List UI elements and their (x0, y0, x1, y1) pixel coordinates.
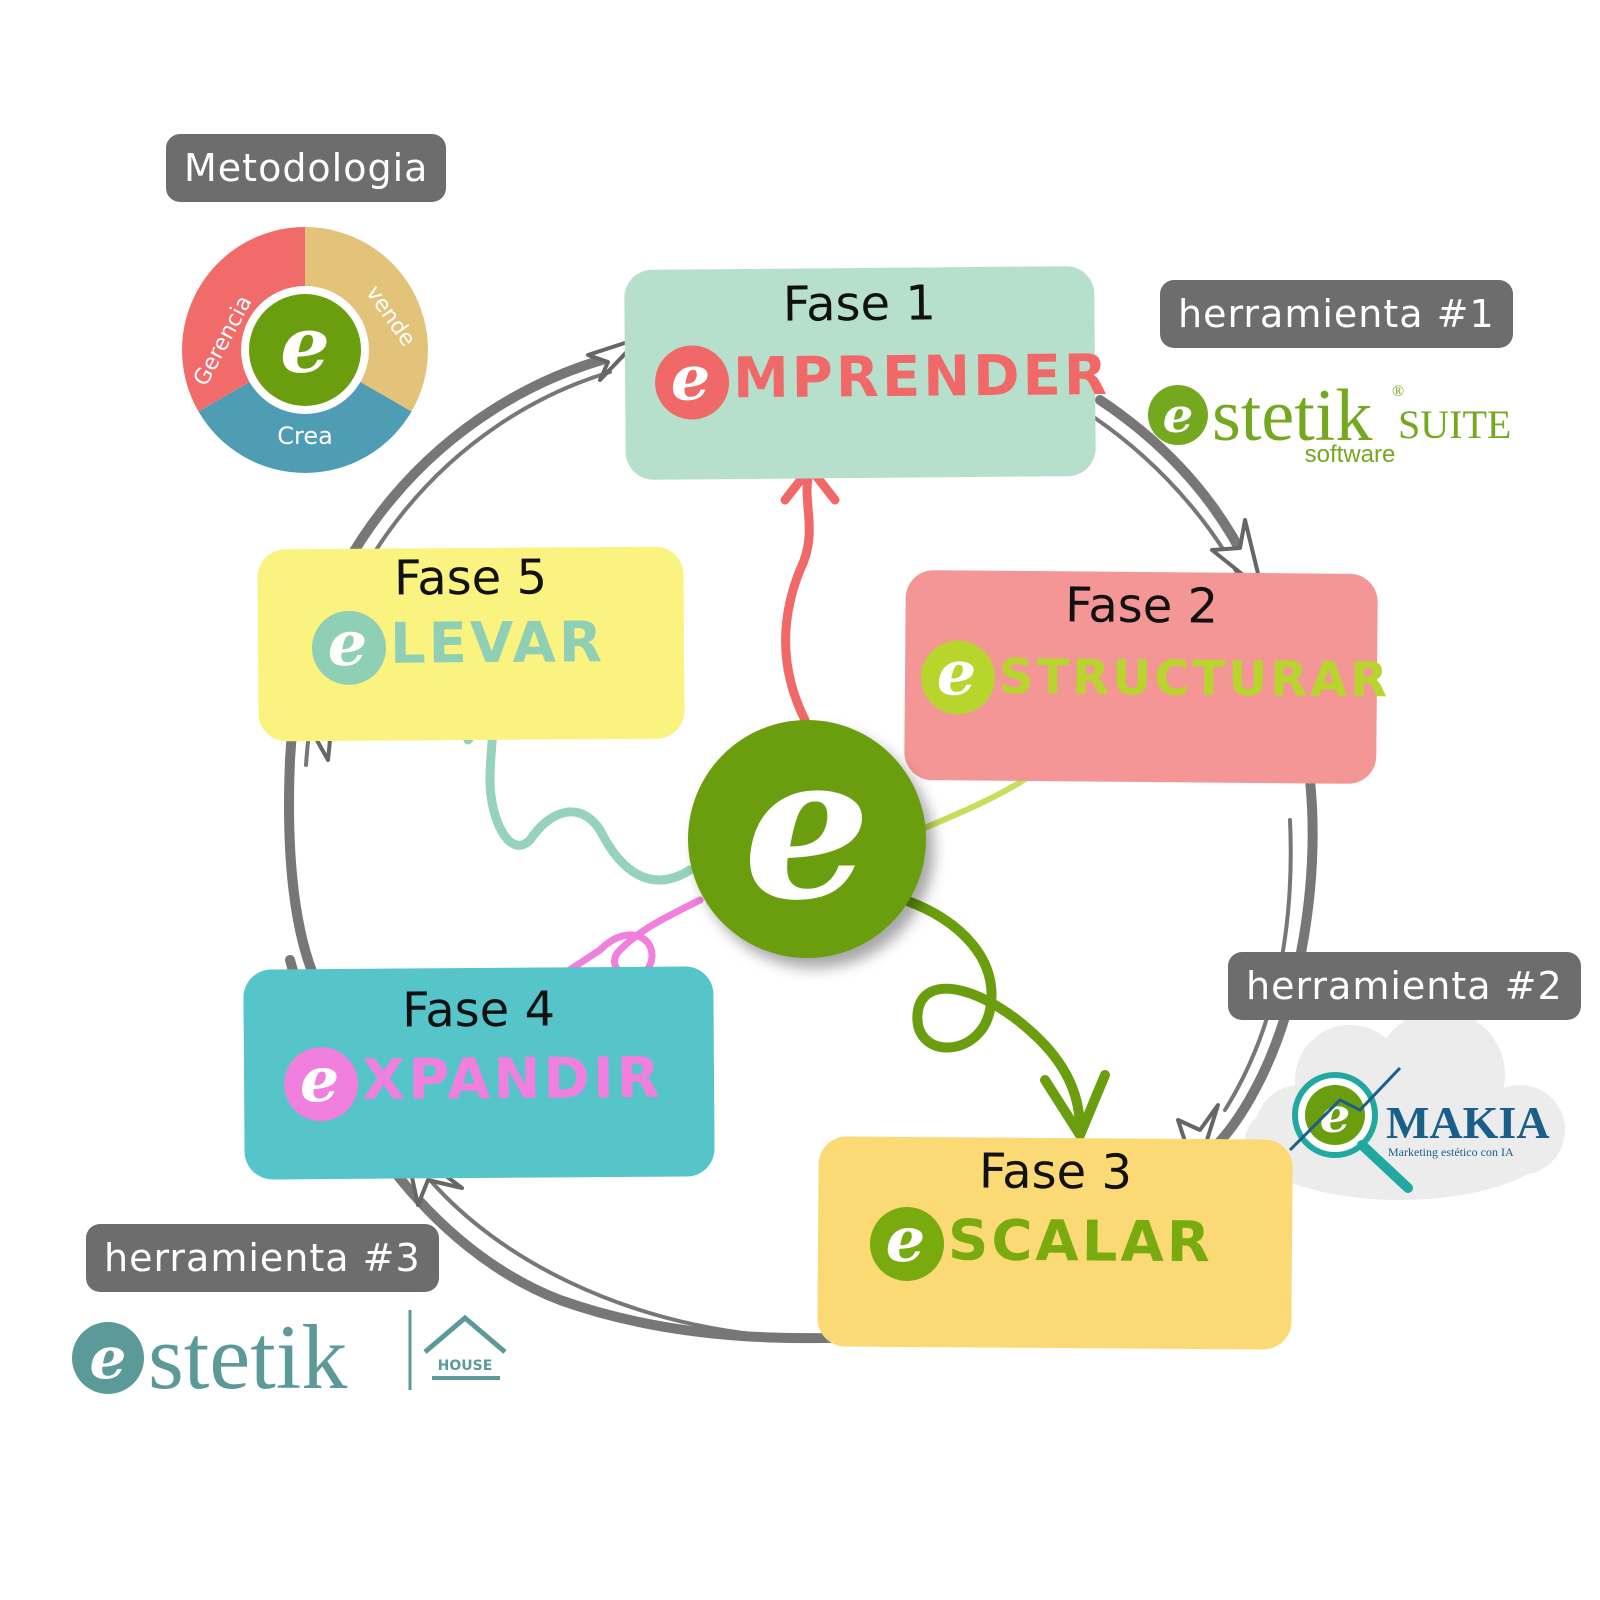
tool3-word: stetik (148, 1306, 347, 1408)
house-roof-icon (423, 1314, 507, 1354)
arrow-to-fase4 (516, 896, 704, 1009)
tool1-word: stetik (1212, 375, 1372, 457)
arrow-to-fase3 (900, 895, 1085, 1135)
arrow-to-fase1 (781, 465, 815, 725)
tool2-subtitle: Marketing estético con IA (1388, 1145, 1514, 1159)
emakia-logo: e MAKIA Marketing estético con IA (1245, 1010, 1565, 1200)
tool1-registered-mark: ® (1392, 383, 1404, 400)
phase-initial-icon: e (311, 607, 387, 686)
tool3-initial: e (90, 1324, 127, 1392)
estetik-house-logo: e stetik HOUSE (72, 1306, 507, 1408)
phase-title: Fase 1 (782, 275, 937, 333)
phase-initial-icon: e (869, 1203, 945, 1282)
tag-herramienta-3: herramienta #3 (86, 1224, 439, 1292)
pie-label-crea: Crea (277, 422, 333, 450)
phase-initial-icon: e (920, 636, 996, 715)
phase-word-text: XPANDIR (361, 1045, 664, 1113)
tool1-subtitle: software (1305, 441, 1396, 468)
tag-metodologia: Metodologia (166, 134, 447, 202)
phase-title: Fase 4 (401, 981, 556, 1039)
trend-arrow (1288, 1066, 1402, 1152)
pie-center-letter: e (280, 300, 330, 391)
phase-word-text: STRUCTURAR (998, 648, 1391, 709)
tool1-suffix: SUITE (1398, 402, 1511, 447)
magnifier-handle (1357, 1140, 1413, 1193)
phase-title: Fase 5 (393, 549, 548, 607)
phase-title: Fase 2 (1064, 577, 1219, 635)
arrowhead-green (1040, 1070, 1110, 1140)
phase-word-text: LEVAR (389, 610, 606, 677)
phase-initial-icon: e (283, 1043, 359, 1122)
tool1-initial: e (1163, 388, 1194, 444)
methodology-wheel: e Gerencia vende Crea (182, 227, 428, 473)
phase-title: Fase 3 (978, 1143, 1133, 1201)
tool2-word: MAKIA (1386, 1097, 1550, 1148)
tag-herramienta-1: herramienta #1 (1160, 280, 1513, 348)
phase-word-text: SCALAR (947, 1208, 1214, 1276)
arrow-to-fase5 (485, 705, 695, 885)
tool3-house-label: HOUSE (438, 1358, 493, 1374)
phase-initial-icon: e (654, 341, 730, 420)
estetik-suite-logo: e stetik SUITE ® software (1148, 375, 1511, 468)
center-letter: e (743, 710, 871, 945)
center-e-logo: e (688, 720, 926, 958)
tag-herramienta-2: herramienta #2 (1228, 952, 1581, 1020)
phase-word-text: MPRENDER (732, 342, 1111, 412)
